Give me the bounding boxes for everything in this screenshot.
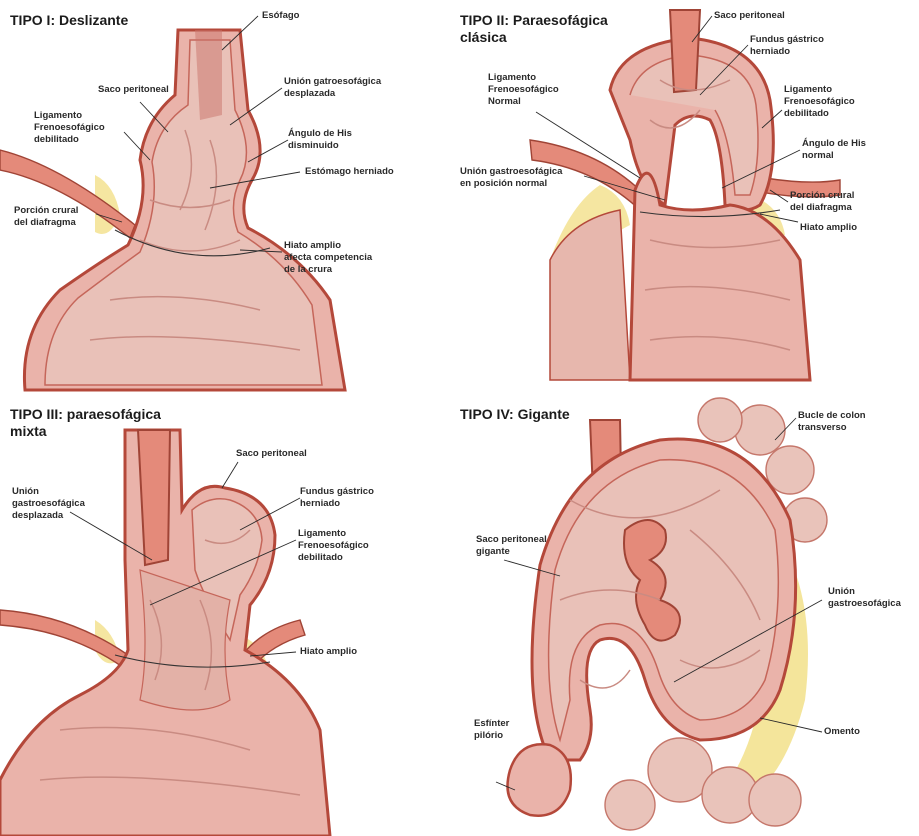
label-saco-peritoneal-gigante: Saco peritoneal gigante — [476, 534, 547, 558]
label-ligamento-frenoesofagico: Ligamento Frenoesofágico debilitado — [298, 528, 369, 564]
panel-title: TIPO IV: Gigante — [460, 406, 570, 423]
label-union-gastroesofagica: Unión gastroesofágica desplazada — [12, 486, 85, 522]
panel-type-1: TIPO I: Deslizante Esófago Saco peritone… — [0, 0, 460, 395]
panel-type-2: TIPO II: Paraesofágica clásica Saco peri… — [460, 0, 919, 395]
label-angulo-his: Ángulo de His normal — [802, 138, 866, 162]
label-fundus-gastrico: Fundus gástrico herniado — [750, 34, 824, 58]
type-4-illustration — [460, 400, 919, 836]
label-union-gastroesofagica: Unión gastroesofágica en posición normal — [460, 166, 562, 190]
label-ligamento-debilitado: Ligamento Frenoesofágico debilitado — [784, 84, 855, 120]
label-omento: Omento — [824, 726, 860, 738]
stomach-body — [630, 173, 810, 380]
label-ligamento-frenoesofagico: Ligamento Frenoesofágico debilitado — [34, 110, 105, 146]
label-ligamento-normal: Ligamento Frenoesofágico Normal — [488, 72, 559, 108]
label-hiato-amplio: Hiato amplio afecta competencia de la cr… — [284, 240, 372, 276]
panel-title: TIPO I: Deslizante — [10, 12, 128, 29]
panel-title: TIPO II: Paraesofágica clásica — [460, 12, 608, 46]
label-union-gastroesofagica: Unión gatroesofágica desplazada — [284, 76, 381, 100]
panel-title: TIPO III: paraesofágica mixta — [10, 406, 161, 440]
label-saco-peritoneal: Saco peritoneal — [236, 448, 307, 460]
label-hiato-amplio: Hiato amplio — [300, 646, 357, 658]
label-hiato-amplio: Hiato amplio — [800, 222, 857, 234]
type-3-illustration — [0, 400, 460, 836]
label-saco-peritoneal: Saco peritoneal — [714, 10, 785, 22]
colon-loop — [735, 405, 785, 455]
type-1-illustration — [0, 0, 460, 395]
panel-type-3: TIPO III: paraesofágica mixta Saco perit… — [0, 400, 460, 836]
pylorus — [508, 744, 571, 815]
panel-type-4: TIPO IV: Gigante Bucle de colon transver… — [460, 400, 919, 836]
label-porcion-crural: Porción crural del diafragma — [790, 190, 854, 214]
label-union-gastroesofagica: Unión gastroesofágica — [828, 586, 901, 610]
label-bucle-colon: Bucle de colon transverso — [798, 410, 866, 434]
label-esofago: Esófago — [262, 10, 299, 22]
label-porcion-crural: Porción crural del diafragma — [14, 205, 78, 229]
label-fundus-gastrico: Fundus gástrico herniado — [300, 486, 374, 510]
esophagus — [670, 10, 700, 92]
label-angulo-his: Ángulo de His disminuido — [288, 128, 352, 152]
label-saco-peritoneal: Saco peritoneal — [98, 84, 169, 96]
label-estomago-herniado: Estómago herniado — [305, 166, 394, 178]
label-esfinter-piloro: Esfínter pilório — [474, 718, 509, 742]
